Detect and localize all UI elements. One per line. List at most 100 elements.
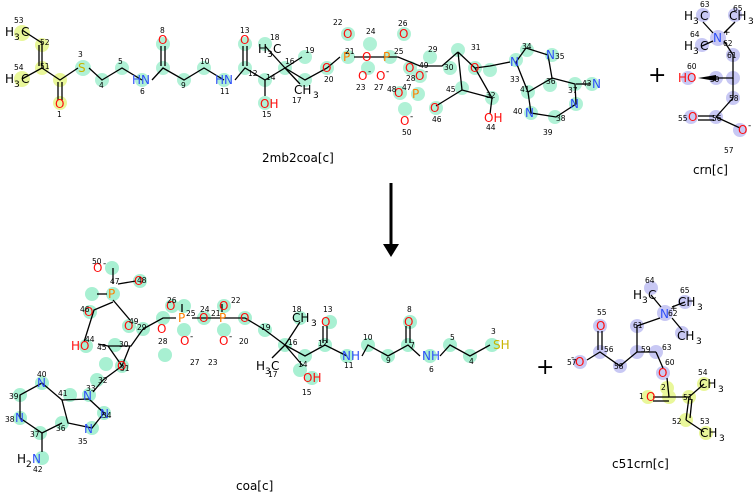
svg-text:14: 14 — [298, 360, 308, 369]
svg-text:27: 27 — [190, 358, 200, 367]
svg-text:O: O — [400, 114, 409, 128]
svg-text:21: 21 — [345, 47, 355, 56]
svg-text:O: O — [84, 305, 93, 319]
svg-text:N: N — [660, 307, 669, 321]
svg-text:1: 1 — [639, 392, 644, 401]
svg-text:47: 47 — [402, 83, 412, 92]
svg-text:51: 51 — [40, 62, 50, 71]
svg-text:53: 53 — [700, 417, 710, 426]
svg-text:40: 40 — [37, 370, 47, 379]
svg-text:O: O — [575, 355, 584, 369]
svg-text:N: N — [713, 31, 722, 45]
svg-text:O: O — [157, 322, 166, 336]
svg-text:N: N — [15, 411, 24, 425]
svg-text:28: 28 — [158, 337, 168, 346]
svg-text:-: - — [190, 332, 193, 342]
svg-text:52: 52 — [672, 417, 682, 426]
svg-text:C: C — [273, 42, 281, 56]
svg-text:30: 30 — [119, 340, 129, 349]
svg-text:15: 15 — [262, 110, 272, 119]
svg-text:61: 61 — [727, 51, 737, 60]
svg-text:3: 3 — [697, 303, 703, 313]
svg-text:C: C — [21, 25, 29, 39]
svg-text:10: 10 — [200, 57, 210, 66]
svg-text:P: P — [219, 311, 226, 325]
svg-text:34: 34 — [102, 411, 112, 420]
svg-text:H: H — [258, 42, 267, 56]
svg-text:O: O — [321, 315, 330, 329]
svg-text:33: 33 — [86, 384, 96, 393]
svg-text:O: O — [93, 261, 102, 275]
label-c51crn: c51crn[c] — [612, 457, 669, 471]
svg-text:31: 31 — [471, 43, 481, 52]
svg-text:38: 38 — [556, 114, 566, 123]
svg-text:37: 37 — [30, 430, 40, 439]
svg-text:60: 60 — [687, 62, 697, 71]
svg-text:34: 34 — [522, 42, 532, 51]
svg-text:P: P — [343, 50, 350, 64]
svg-text:N: N — [37, 376, 46, 390]
svg-text:11: 11 — [220, 87, 230, 96]
svg-text:5: 5 — [118, 57, 123, 66]
svg-text:3: 3 — [14, 80, 20, 90]
svg-text:7: 7 — [410, 341, 415, 350]
svg-text:N: N — [510, 55, 519, 69]
svg-text:O: O — [404, 315, 413, 329]
svg-text:-: - — [368, 67, 371, 77]
svg-text:48: 48 — [137, 276, 147, 285]
svg-text:1: 1 — [57, 110, 62, 119]
svg-text:8: 8 — [407, 305, 412, 314]
svg-text:-: - — [410, 112, 413, 122]
svg-text:O: O — [158, 33, 167, 47]
svg-text:H: H — [633, 288, 642, 302]
svg-text:32: 32 — [98, 376, 108, 385]
svg-text:25: 25 — [394, 47, 404, 56]
plus-sign-bottom: + — [536, 355, 554, 380]
svg-text:CH: CH — [677, 329, 694, 343]
svg-text:54: 54 — [14, 63, 24, 72]
svg-text:11: 11 — [344, 361, 354, 370]
svg-text:17: 17 — [292, 96, 302, 105]
svg-text:CH: CH — [700, 426, 717, 440]
svg-text:2: 2 — [26, 460, 32, 470]
svg-text:46: 46 — [432, 115, 442, 124]
svg-text:9: 9 — [386, 356, 391, 365]
svg-text:O: O — [134, 274, 143, 288]
svg-text:57: 57 — [567, 358, 577, 367]
svg-text:53: 53 — [14, 16, 24, 25]
svg-text:SH: SH — [493, 338, 510, 352]
svg-text:65: 65 — [733, 4, 743, 13]
svg-text:+: + — [723, 28, 731, 38]
svg-text:46: 46 — [80, 305, 90, 314]
svg-text:61: 61 — [633, 321, 643, 330]
svg-text:39: 39 — [543, 128, 553, 137]
svg-text:-: - — [571, 353, 574, 363]
svg-text:45: 45 — [446, 85, 456, 94]
svg-text:O: O — [688, 110, 697, 124]
svg-text:O: O — [166, 299, 175, 313]
svg-text:N: N — [84, 422, 93, 436]
svg-text:O: O — [658, 366, 667, 380]
svg-text:22: 22 — [333, 18, 343, 27]
svg-text:14: 14 — [266, 73, 276, 82]
svg-text:2: 2 — [661, 383, 666, 392]
svg-text:3: 3 — [267, 50, 273, 60]
svg-text:29: 29 — [137, 323, 147, 332]
svg-text:O: O — [738, 123, 747, 137]
svg-text:33: 33 — [510, 75, 520, 84]
svg-text:-: - — [386, 67, 389, 77]
svg-text:31: 31 — [120, 364, 130, 373]
svg-text:56: 56 — [712, 114, 722, 123]
svg-text:40: 40 — [513, 107, 523, 116]
svg-text:O: O — [199, 311, 208, 325]
svg-text:58: 58 — [614, 362, 624, 371]
svg-text:C: C — [21, 72, 29, 86]
svg-text:64: 64 — [645, 276, 655, 285]
svg-text:21: 21 — [211, 309, 221, 318]
svg-text:18: 18 — [270, 33, 280, 42]
svg-text:3: 3 — [718, 385, 724, 395]
svg-text:O: O — [124, 319, 133, 333]
svg-text:62: 62 — [723, 39, 733, 48]
